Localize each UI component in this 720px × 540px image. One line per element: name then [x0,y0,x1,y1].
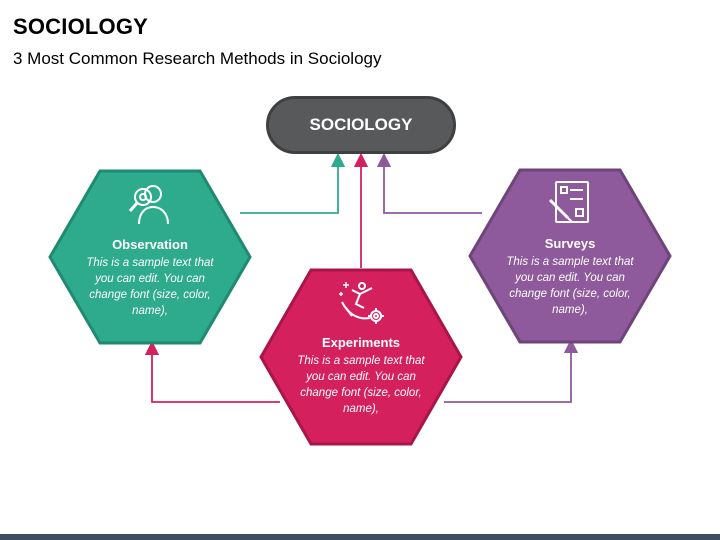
hexagon-surveys [468,168,672,344]
hexagon-observation [48,169,252,345]
magnifier-person-icon [128,185,169,225]
node-experiments-title: Experiments [321,335,401,350]
node-surveys: Surveys This is a sample text that you c… [498,236,642,318]
center-node-label: SOCIOLOGY [309,115,413,134]
node-surveys-title: Surveys [544,236,596,251]
node-observation-title: Observation [112,237,188,252]
node-observation-text: This is a sample text that you can edit.… [86,257,214,317]
center-node-sociology: SOCIOLOGY [266,96,456,154]
connector-observation-center [240,152,346,214]
node-observation: Observation This is a sample text that y… [78,237,222,319]
hexagon-experiments [259,268,463,446]
connector-experiments-observation [144,340,280,403]
connector-surveys-center [376,152,482,214]
connector-experiments-surveys [444,338,579,403]
node-surveys-text: This is a sample text that you can edit.… [506,256,634,316]
page-title: SOCIOLOGY [13,14,149,39]
node-experiments-text: This is a sample text that you can edit.… [297,355,425,415]
node-experiments: Experiments This is a sample text that y… [290,335,432,417]
footer-bar [0,534,720,540]
page-subtitle: 3 Most Common Research Methods in Sociol… [13,49,382,68]
survey-form-icon [548,181,589,223]
skier-gear-icon [339,282,384,324]
